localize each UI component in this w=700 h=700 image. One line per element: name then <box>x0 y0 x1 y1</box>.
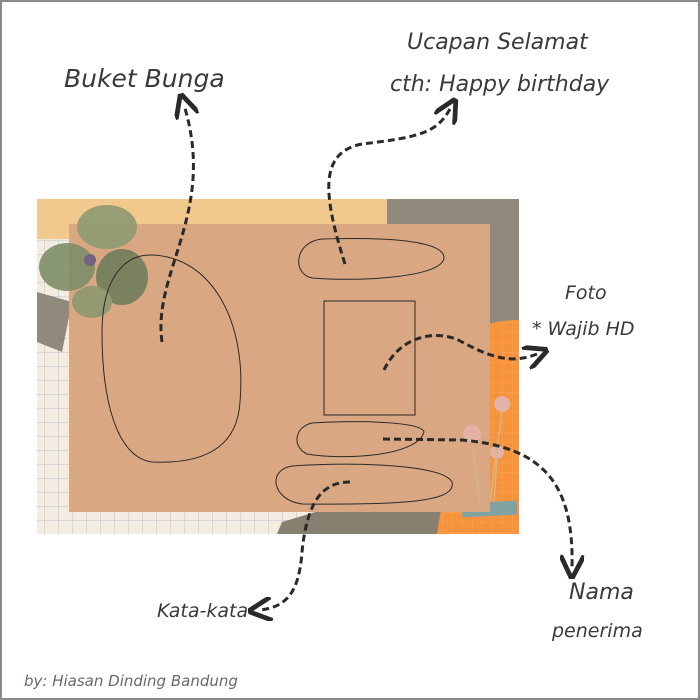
label-name-line2: penerima <box>552 620 643 642</box>
label-bouquet: Buket Bunga <box>64 64 225 93</box>
photo-area <box>323 300 416 416</box>
arrows <box>159 105 572 610</box>
arrow-photo <box>382 334 537 371</box>
message-area <box>275 463 453 505</box>
label-greeting-example: cth: Happy birthday <box>390 72 610 97</box>
arrow-message <box>260 480 351 610</box>
arrow-greeting <box>327 109 450 265</box>
bouquet-area <box>101 254 242 463</box>
greeting-area <box>298 237 445 280</box>
label-photo-note: * Wajib HD <box>532 318 635 340</box>
name-area <box>296 421 425 458</box>
pink-flowers <box>463 396 510 503</box>
dried-flower <box>39 205 148 318</box>
arrow-bouquet <box>159 105 193 343</box>
label-message: Kata-kata <box>157 600 249 622</box>
collage-background <box>37 199 519 534</box>
credit-text: by: Hiasan Dinding Bandung <box>24 672 238 690</box>
label-greeting-title: Ucapan Selamat <box>407 30 588 55</box>
label-photo: Foto <box>565 282 607 304</box>
arrow-name <box>382 437 572 567</box>
label-name-line1: Nama <box>569 580 634 605</box>
placement-outlines <box>101 237 453 505</box>
